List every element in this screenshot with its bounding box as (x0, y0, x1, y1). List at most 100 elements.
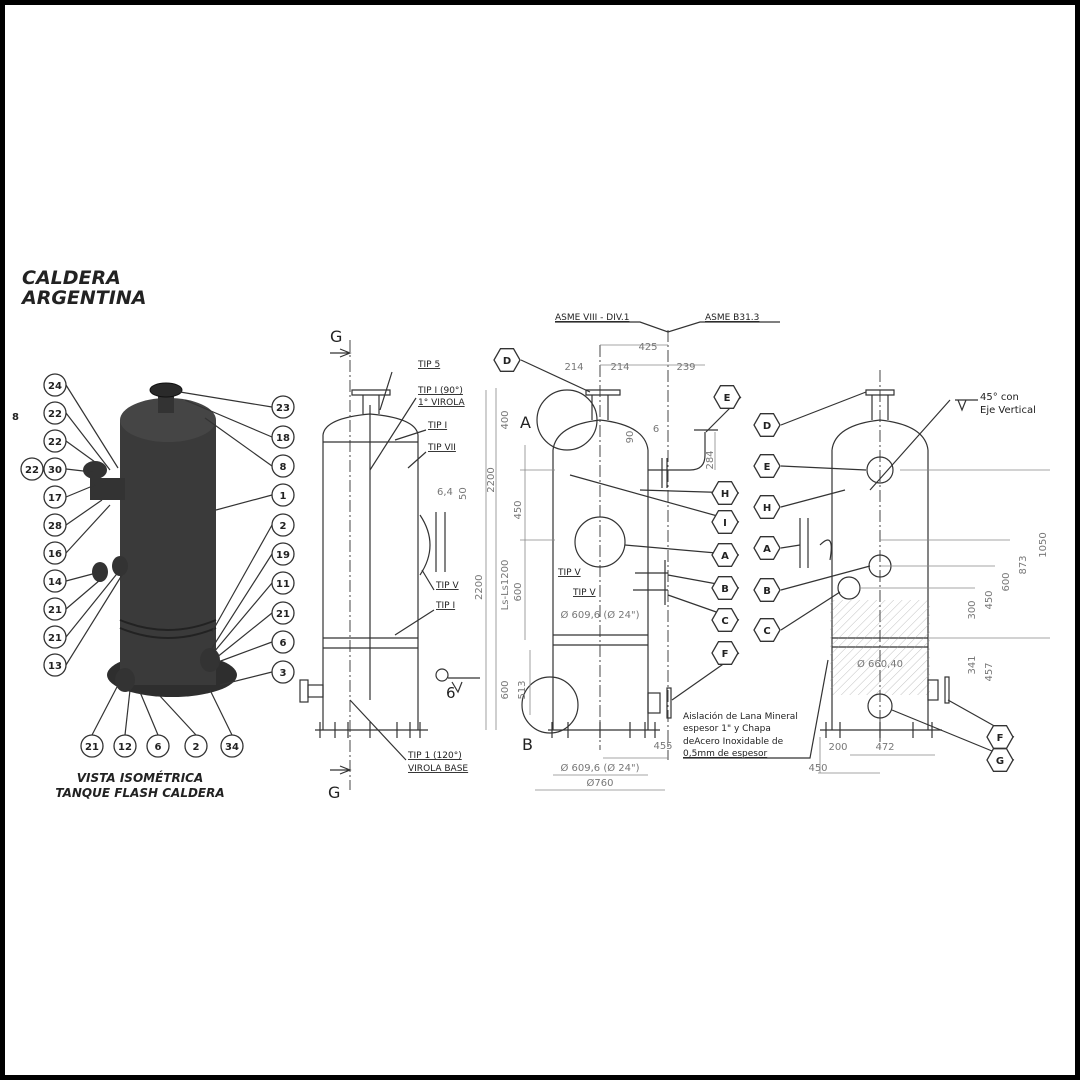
callout-balloon: 16 (43, 541, 67, 565)
balloon-circle (43, 597, 67, 621)
cut-balloon-fragment: 8 (12, 412, 19, 423)
dimension-label: 450 (808, 763, 827, 774)
hex-balloon: A (711, 543, 739, 567)
callout-balloon: 21 (80, 734, 104, 758)
balloon-number: 19 (276, 550, 290, 561)
hex-balloon-shape (986, 748, 1014, 772)
dimension-label: 239 (676, 362, 695, 373)
hex-balloon: E (713, 385, 741, 409)
balloon-number: 11 (276, 579, 290, 590)
balloon-circle (271, 395, 295, 419)
dimension-label: 200 (828, 742, 847, 753)
label-1-virola: 1° VIROLA (418, 398, 465, 408)
isometric-tank (83, 382, 237, 697)
hex-balloon: C (753, 618, 781, 642)
balloon-circle (43, 513, 67, 537)
callout-balloon: 30 (43, 457, 67, 481)
dimension-label: 450 (984, 590, 995, 609)
callout-balloon: 3 (271, 660, 295, 684)
cut-label-top: G (330, 327, 342, 346)
hex-balloon-shape (711, 641, 739, 665)
callout-balloon: 28 (43, 513, 67, 537)
weld-note-2: Eje Vertical (980, 405, 1036, 416)
hex-balloon: D (493, 348, 521, 372)
dimension-label: 284 (705, 450, 716, 469)
label-virola-base: VIROLA BASE (408, 764, 468, 774)
hex-balloon-shape (711, 576, 739, 600)
hex-balloon-shape (711, 510, 739, 534)
balloon-number: 24 (48, 381, 62, 392)
hex-balloon-shape (711, 608, 739, 632)
balloon-circle (146, 734, 170, 758)
insulation-note-2: espesor 1" y Chapa (683, 724, 771, 734)
callout-balloon: 23 (271, 395, 295, 419)
front-view (495, 330, 718, 791)
caption-line-2: TANQUE FLASH CALDERA (55, 786, 224, 800)
balloon-circle (271, 630, 295, 654)
balloon-circle (271, 454, 295, 478)
callout-balloon: 22 (20, 457, 44, 481)
balloon-circle (271, 483, 295, 507)
callout-balloon: 1 (271, 483, 295, 507)
hex-balloon: A (753, 536, 781, 560)
detail-a-label: A (520, 413, 531, 432)
balloon-number: 12 (118, 742, 132, 753)
hex-balloon: C (711, 608, 739, 632)
dimension-label: 600 (1001, 572, 1012, 591)
hex-balloon: H (753, 495, 781, 519)
balloon-number: 16 (48, 549, 62, 560)
label-tip-i-90: TIP I (90°) (417, 386, 463, 396)
balloon-number: 2 (193, 742, 200, 753)
label-tip-5: TIP 5 (417, 360, 440, 370)
dimension-label: 600 (500, 680, 511, 699)
callout-balloon: 8 (271, 454, 295, 478)
hex-balloon-letter: A (721, 551, 729, 562)
balloon-circle (43, 569, 67, 593)
balloon-number: 21 (276, 609, 290, 620)
hex-balloon: H (711, 481, 739, 505)
dimension-label: 214 (610, 362, 629, 373)
balloon-circle (80, 734, 104, 758)
dimension-label: 455 (653, 741, 672, 752)
caption-line-1: VISTA ISOMÉTRICA (77, 770, 204, 785)
dimension-label: Ø760 (587, 777, 614, 789)
hex-balloon-shape (753, 454, 781, 478)
dimension-label: 1050 (1038, 532, 1049, 557)
callout-balloon: 13 (43, 653, 67, 677)
callout-balloon: 22 (43, 401, 67, 425)
hex-balloon-letter: D (503, 356, 511, 367)
balloon-number: 14 (48, 577, 62, 588)
insulation-note-4: 0,5mm de espesor (683, 749, 767, 759)
dimension-label: Ø 609,6 (Ø 24") (560, 609, 639, 621)
balloon-circle (43, 401, 67, 425)
dimension-label: 90 (625, 431, 636, 444)
hex-balloon-shape (753, 618, 781, 642)
detail-b-label: B (522, 735, 533, 754)
dimension-label: Ls-Ls1200 (500, 560, 511, 611)
technical-drawing: CALDERA ARGENTINA 2422223017281614212113… (12, 267, 1050, 802)
callout-balloon: 11 (271, 571, 295, 595)
hex-balloon-shape (753, 413, 781, 437)
hex-balloon-letter: C (763, 626, 770, 637)
balloon-circle (20, 457, 44, 481)
label-tip-v: TIP V (435, 581, 459, 591)
dimension-label: 214 (564, 362, 583, 373)
label-tip-i: TIP I (427, 421, 447, 431)
hex-balloon-letter: E (764, 462, 771, 473)
callout-balloon: 18 (271, 425, 295, 449)
insulation-note-1: Aislación de Lana Mineral (683, 711, 798, 722)
callout-balloon: 6 (146, 734, 170, 758)
dimension-label: 2200 (486, 467, 497, 492)
dimension-label: 425 (638, 342, 657, 353)
hex-balloon-shape (493, 348, 521, 372)
balloon-number: 18 (276, 433, 290, 444)
balloon-circle (43, 429, 67, 453)
balloon-circle (271, 542, 295, 566)
balloon-number: 1 (280, 491, 287, 502)
hex-balloon-letter: F (997, 733, 1004, 744)
title-partial: CALDERA (22, 267, 121, 289)
balloon-circle (271, 601, 295, 625)
balloon-number: 28 (48, 521, 62, 532)
hex-balloon-shape (753, 536, 781, 560)
callout-balloon: 24 (43, 373, 67, 397)
